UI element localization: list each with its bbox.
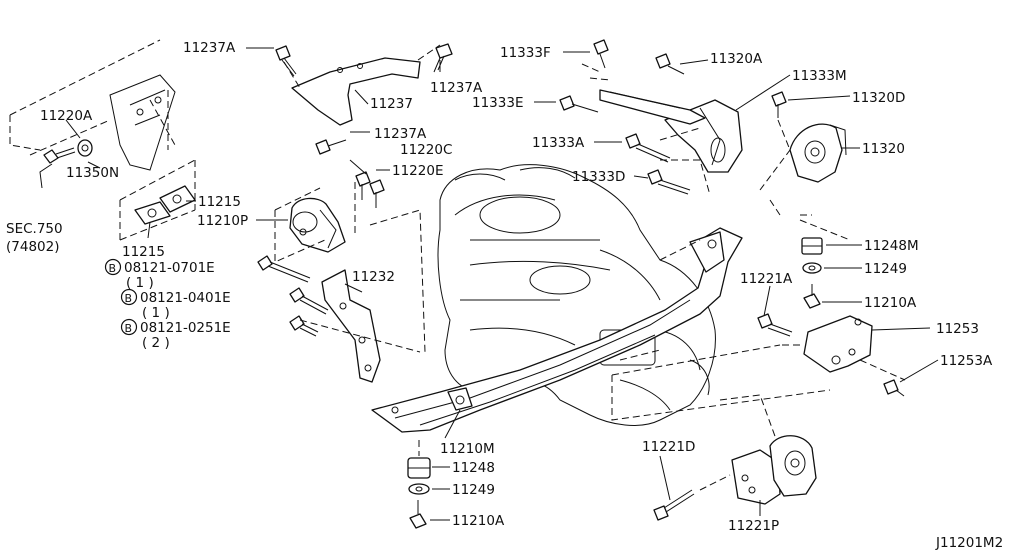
bolt-icon: [625, 133, 671, 163]
circled-b-letter: B: [125, 322, 133, 335]
bushing-11248m-icon: [801, 237, 823, 255]
callout-11237: 11237: [370, 96, 413, 112]
circled-b-icon: [120, 288, 138, 306]
callout-11221a: 11221A: [740, 271, 793, 287]
bolt-icon: [257, 255, 311, 283]
callout-11237a: 11237A: [374, 126, 427, 142]
bolt-quantity: ( 2 ): [142, 335, 170, 351]
sec750-bracket-area: [9, 39, 176, 171]
bolt-part-number: 08121-0251E: [140, 320, 231, 336]
callout-11237a: 11237A: [183, 40, 236, 56]
callout-11249: 11249: [452, 482, 495, 498]
bolt-callout-08121-0401e: B 08121-0401E ( 1 ): [120, 288, 231, 321]
bolt-icon: [593, 39, 609, 69]
callout-11210p: 11210P: [197, 213, 248, 229]
callout-11350n: 11350N: [66, 165, 119, 181]
bolt-icon: [653, 489, 695, 521]
callout-11215: 11215: [122, 244, 165, 260]
circled-b-letter: B: [125, 292, 133, 305]
callout-11320: 11320: [862, 141, 905, 157]
callout-11320a: 11320A: [710, 51, 763, 67]
circled-b-icon: [120, 318, 138, 336]
callout-11221d: 11221D: [642, 439, 695, 455]
callout-11320d: 11320D: [852, 90, 905, 106]
bolt-quantity: ( 1 ): [126, 275, 154, 291]
callout-11232: 11232: [352, 269, 395, 285]
bolt-icon: [369, 179, 385, 208]
bolt-icon: [315, 139, 347, 155]
circled-b-letter: B: [109, 262, 117, 275]
bolt-icon: [757, 313, 793, 337]
bolt-icon: [647, 169, 691, 195]
bolt-icon: [771, 91, 787, 118]
washer-icon: [408, 483, 430, 495]
bolt-icon: [655, 53, 685, 75]
bushing-11248-icon: [407, 457, 431, 479]
bolt-part-number: 08121-0701E: [124, 260, 215, 276]
mount-11221p: [731, 435, 817, 505]
mount-11320: [789, 123, 847, 183]
callout-11248m: 11248M: [864, 238, 919, 254]
mount-11210p: [274, 182, 356, 263]
section-reference-sub: (74802): [6, 239, 59, 255]
callout-11210m: 11210M: [440, 441, 495, 457]
bolt-quantity: ( 1 ): [142, 305, 170, 321]
bolt-icon: [275, 45, 297, 77]
bolt-callout-08121-0251e: B 08121-0251E ( 2 ): [120, 318, 231, 351]
callout-11333f: 11333F: [500, 45, 551, 61]
bolt-icon: [355, 171, 371, 200]
circled-b-icon: [104, 258, 122, 276]
callout-11210a: 11210A: [452, 513, 505, 529]
callout-11237a: 11237A: [430, 80, 483, 96]
bolt-icon: [289, 315, 319, 337]
bolt-icon: [433, 43, 453, 73]
bolt-icon: [43, 147, 76, 164]
diagram-code: J11201M2: [935, 535, 1003, 551]
pad-11215-lower: [134, 201, 171, 225]
washer-icon: [77, 139, 93, 157]
callout-11333e: 11333E: [472, 95, 523, 111]
bolt-icon: [559, 95, 599, 113]
callout-11253: 11253: [936, 321, 979, 337]
bolt-icon: [883, 379, 905, 397]
bolt-icon: [409, 500, 427, 529]
callout-11333a: 11333A: [532, 135, 585, 151]
callout-11210a: 11210A: [864, 295, 917, 311]
bracket-11232: [321, 269, 381, 383]
washer-icon: [802, 262, 822, 274]
callout-11215: 11215: [198, 194, 241, 210]
callout-11220e: 11220E: [392, 163, 443, 179]
callout-11220c: 11220C: [400, 142, 452, 158]
callout-11249: 11249: [864, 261, 907, 277]
bolt-part-number: 08121-0401E: [140, 290, 231, 306]
section-reference: SEC.750: [6, 221, 63, 237]
callout-11333d: 11333D: [572, 169, 625, 185]
pad-11215-upper: [159, 185, 196, 213]
callout-11221p: 11221P: [728, 518, 779, 534]
bracket-11237: [283, 44, 441, 126]
callout-11248: 11248: [452, 460, 495, 476]
bracket-11253: [803, 315, 873, 373]
bolt-icon: [803, 284, 821, 309]
crossmember-11210m: [371, 227, 743, 433]
bracket-11333m: [599, 89, 743, 173]
bolt-icon: [289, 287, 329, 315]
callout-11333m: 11333M: [792, 68, 847, 84]
leader-lines: [39, 47, 939, 521]
bolt-callout-08121-0701e: B 08121-0701E ( 1 ): [104, 258, 215, 291]
callout-11220a: 11220A: [40, 108, 93, 124]
callout-11253a: 11253A: [940, 353, 993, 369]
